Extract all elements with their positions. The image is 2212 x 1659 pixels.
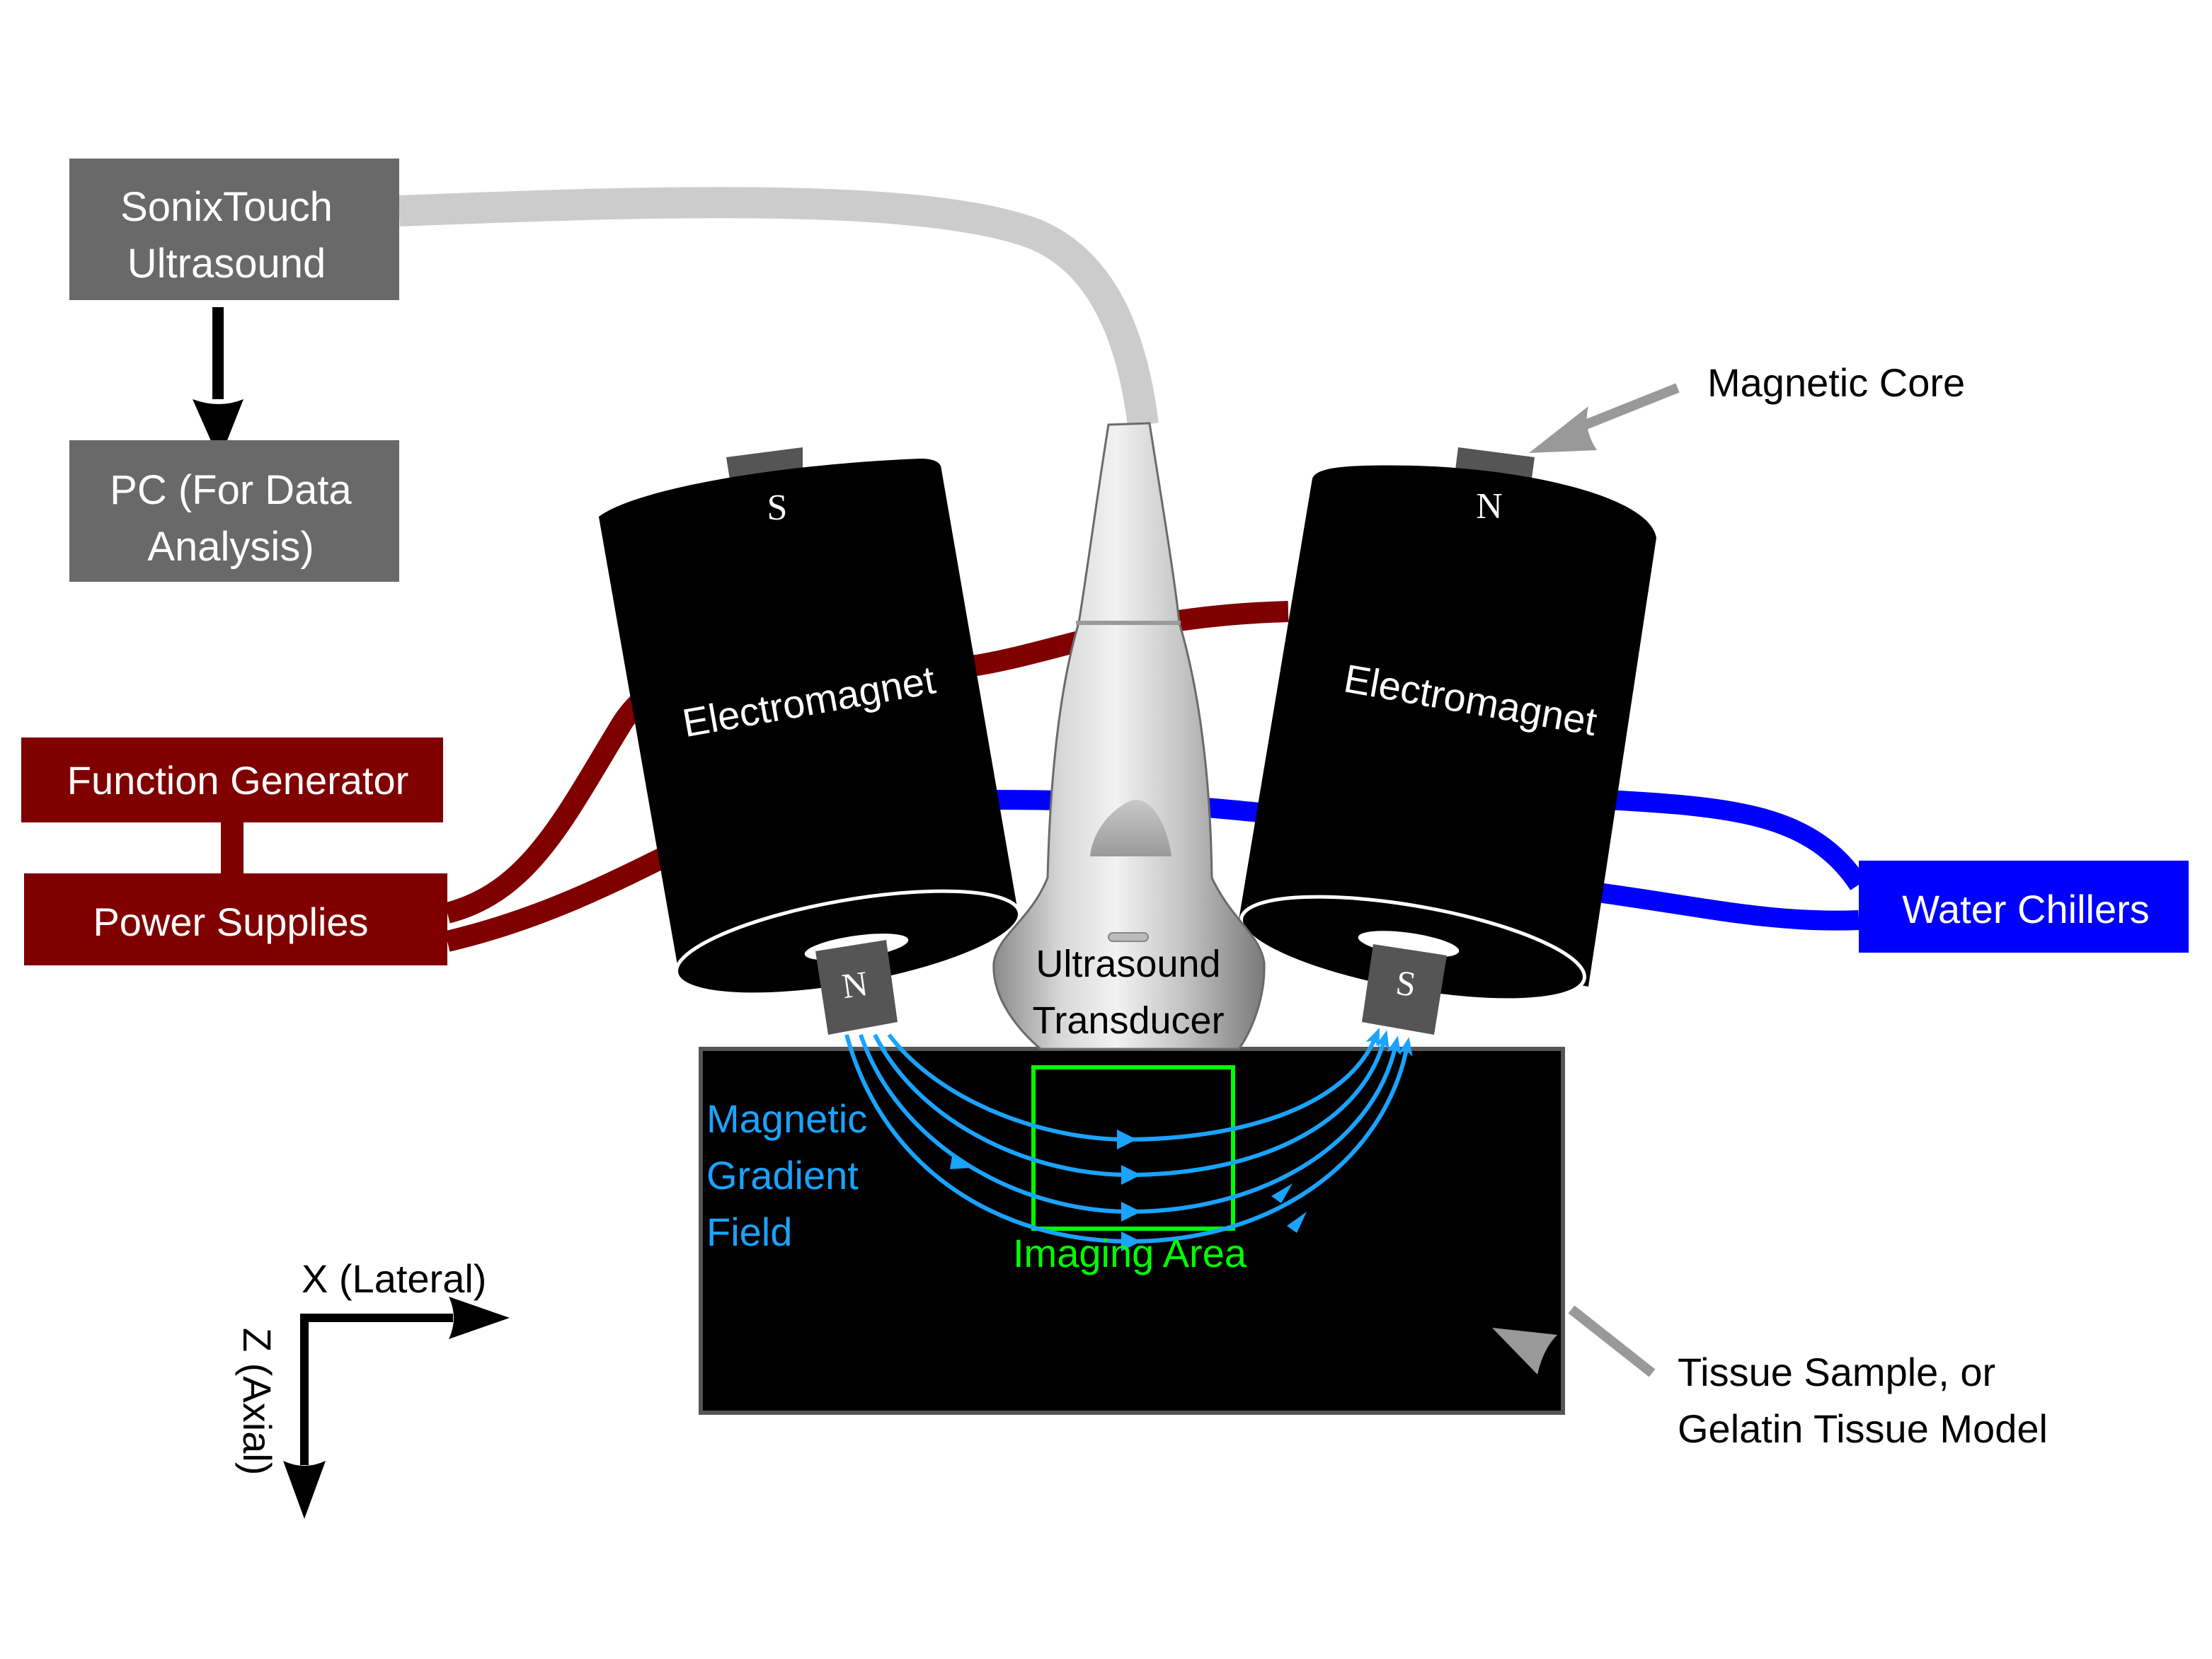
tissue-label-line1: Tissue Sample, or (1678, 1350, 1995, 1394)
ultrasound-system-label-line2: Ultrasound (127, 241, 326, 287)
tissue-pointer (1492, 1305, 1656, 1377)
magnetic-core-pointer (1529, 383, 1680, 453)
pc-label-line2: Analysis) (147, 524, 314, 570)
imaging-area-box (1031, 1065, 1235, 1231)
ultrasound-system-box: SonixTouch Ultrasound (69, 159, 399, 300)
power-cable-gaps (447, 791, 638, 927)
transducer-label-line2: Transducer (1032, 999, 1224, 1042)
power-supplies-label: Power Supplies (93, 900, 368, 944)
generator-supply-connector (221, 822, 243, 873)
field-direction-arrows (950, 1130, 1307, 1251)
field-label-line2: Gradient (706, 1153, 859, 1198)
transducer-label-line1: Ultrasound (1036, 943, 1220, 985)
left-bottom-pole-label: N (839, 963, 871, 1006)
x-axis-label: X (Lateral) (302, 1256, 486, 1301)
coordinate-axes: X (Lateral) Z (Axial) (235, 1256, 510, 1519)
ultrasound-transducer: Ultrasound Transducer (992, 422, 1266, 1050)
magnetic-core-bottom-right (1362, 944, 1447, 1035)
field-label-line1: Magnetic (706, 1096, 867, 1141)
z-axis-label: Z (Axial) (235, 1328, 280, 1475)
right-top-pole-label: N (1476, 486, 1503, 527)
water-chillers-box: Water Chillers (1859, 861, 2189, 953)
magnetic-core-bottom-left (815, 940, 898, 1035)
power-supplies-box: Power Supplies (24, 873, 447, 965)
function-generator-box: Function Generator (21, 737, 443, 822)
magnetic-core-label: Magnetic Core (1707, 360, 1965, 405)
water-chillers-label: Water Chillers (1902, 887, 2150, 931)
function-generator-label: Function Generator (67, 758, 408, 803)
pc-box: PC (For Data Analysis) (69, 440, 399, 582)
tissue-label-line2: Gelatin Tissue Model (1678, 1406, 2048, 1451)
left-top-pole-label: S (767, 488, 788, 528)
electromagnet-left: S Electromagnet N (599, 447, 1021, 1035)
ultrasound-cable (399, 187, 1159, 427)
field-label-line3: Field (706, 1210, 792, 1254)
pc-label-line1: PC (For Data (110, 467, 352, 513)
data-flow-arrow (193, 307, 243, 460)
electromagnet-right: N Electromagnet S (1239, 447, 1656, 1035)
ultrasound-system-label-line1: SonixTouch (120, 184, 333, 230)
imaging-area-label: Imaging Area (1013, 1231, 1247, 1275)
